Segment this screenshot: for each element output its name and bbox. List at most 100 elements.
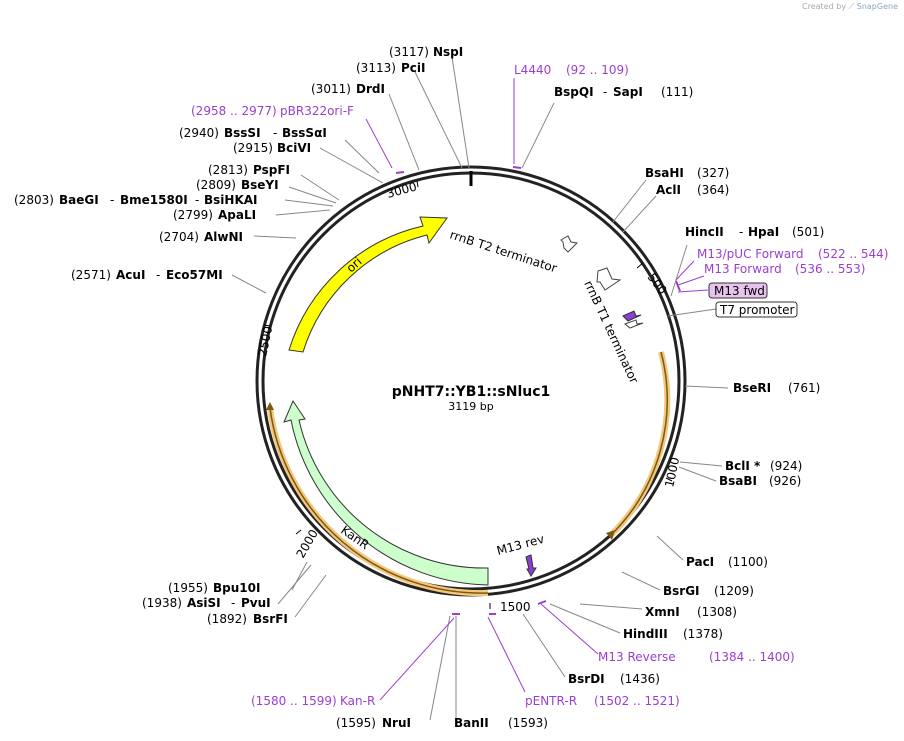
- site-banii-pos: (1593): [508, 716, 548, 730]
- site-baegi-name3[interactable]: BsiHKAI: [204, 193, 258, 207]
- m13-fwd-feature[interactable]: [622, 310, 642, 322]
- site-banii-name[interactable]: BanII: [454, 716, 489, 730]
- site-nrui-name[interactable]: NruI: [382, 716, 411, 730]
- site-nspi-pos: (3117): [389, 45, 429, 59]
- primer-m13rev-range: (1384 .. 1400): [709, 650, 795, 664]
- primer-pbr322-name[interactable]: pBR322ori-F: [280, 104, 354, 118]
- primer-pbr322-range: (2958 .. 2977): [191, 104, 277, 118]
- site-bsrfi-name[interactable]: BsrFI: [253, 612, 288, 626]
- site-asisi-name[interactable]: AsiSI: [187, 596, 221, 610]
- site-bsssi-name2[interactable]: BssSαI: [282, 126, 327, 140]
- site-bsabi-pos: (926): [769, 474, 801, 488]
- site-hincii-dash: -: [739, 225, 743, 239]
- site-hincii-name[interactable]: HincII: [685, 225, 724, 239]
- site-bcli-name[interactable]: BclI *: [725, 459, 761, 473]
- site-leaders: [231, 56, 729, 721]
- site-hincii-name2[interactable]: HpaI: [748, 225, 779, 239]
- kanr-orf-arrowhead: [266, 402, 274, 410]
- site-xmni-name[interactable]: XmnI: [645, 605, 680, 619]
- site-hindiii-name[interactable]: HindIII: [623, 627, 668, 641]
- site-drdi-name[interactable]: DrdI: [356, 82, 385, 96]
- site-hindiii-pos: (1378): [683, 627, 723, 641]
- site-bspqi-name[interactable]: BspQI: [554, 85, 594, 99]
- rrnb-t1-feature[interactable]: [596, 267, 622, 291]
- site-asisi-pos: (1938): [142, 596, 182, 610]
- backbone-outer: [255, 165, 687, 597]
- site-apali-pos: (2799): [173, 208, 213, 222]
- site-drdi-pos: (3011): [311, 82, 351, 96]
- rrnb-t2-label: rrnB T2 terminator: [448, 228, 559, 276]
- site-bsrgi-name[interactable]: BsrGI: [663, 584, 700, 598]
- site-nrui-pos: (1595): [336, 716, 376, 730]
- primer-l4440-name[interactable]: L4440: [514, 63, 551, 77]
- credit-brand: SnapGene: [856, 2, 898, 11]
- site-asisi-name2[interactable]: PvuI: [241, 596, 271, 610]
- site-bsahi-pos: (327): [697, 166, 729, 180]
- primer-leaders: [365, 78, 709, 701]
- site-bseyi-pos: (2809): [196, 178, 236, 192]
- site-acui-dash: -: [156, 268, 160, 282]
- primer-pentr-range: (1502 .. 1521): [594, 694, 680, 708]
- site-baegi-name2[interactable]: Bme1580I: [120, 193, 188, 207]
- m13-fwd-box[interactable]: [708, 282, 768, 299]
- site-bpu10i-name[interactable]: Bpu10I: [213, 581, 260, 595]
- site-bspqi-pos: (111): [661, 85, 693, 99]
- kanr-feature[interactable]: [283, 399, 489, 586]
- site-bsssi-name[interactable]: BssSI: [224, 126, 261, 140]
- primer-l4440-range: (92 .. 109): [566, 63, 629, 77]
- site-bsrdi-pos: (1436): [620, 672, 660, 686]
- site-apali-name[interactable]: ApaLI: [218, 208, 256, 222]
- site-alwni-name[interactable]: AlwNI: [204, 230, 243, 244]
- site-bspqi-name2[interactable]: SapI: [613, 85, 643, 99]
- t7-promoter-feature[interactable]: [623, 319, 644, 329]
- site-paci-pos: (1100): [728, 555, 768, 569]
- insert-orf[interactable]: [609, 351, 668, 537]
- plasmid-length: 3119 bp: [448, 400, 493, 413]
- m13-rev-label: M13 rev: [495, 532, 546, 558]
- t7-promoter-box[interactable]: [715, 301, 798, 318]
- m13-rev-feature[interactable]: [525, 554, 537, 577]
- site-acli-name[interactable]: AclI: [656, 183, 681, 197]
- site-bsssi-pos: (2940): [179, 126, 219, 140]
- site-bsssi-dash: -: [273, 126, 277, 140]
- rrnb-t2-feature[interactable]: [560, 235, 579, 253]
- site-pspfi-name[interactable]: PspFI: [253, 163, 290, 177]
- site-acui-pos: (2571): [71, 268, 111, 282]
- ori-feature[interactable]: [288, 216, 448, 353]
- primer-kanr-range: (1580 .. 1599): [251, 694, 337, 708]
- primer-kanr-name[interactable]: Kan-R: [340, 694, 375, 708]
- primer-marks: [395, 166, 681, 615]
- site-nspi-name[interactable]: NspI: [433, 45, 463, 59]
- tick-1500: 1500: [500, 600, 531, 614]
- site-bcivi-pos: (2915): [233, 141, 273, 155]
- site-paci-name[interactable]: PacI: [686, 555, 714, 569]
- primer-m13rev-name[interactable]: M13 Reverse: [598, 650, 676, 664]
- site-baegi-name[interactable]: BaeGI: [59, 193, 99, 207]
- snapgene-logo: ⟋ SnapGene: [848, 2, 898, 11]
- insert-orf-arrowhead: [606, 530, 615, 540]
- site-alwni-pos: (2704): [159, 230, 199, 244]
- site-bseyi-name[interactable]: BseYI: [241, 178, 279, 192]
- site-acui-name2[interactable]: Eco57MI: [166, 268, 223, 282]
- site-baegi-pos: (2803): [14, 193, 54, 207]
- primer-m13fwd-range: (536 .. 553): [795, 262, 865, 276]
- site-acui-name[interactable]: AcuI: [116, 268, 145, 282]
- site-asisi-dash: -: [231, 596, 235, 610]
- site-bseri-name[interactable]: BseRI: [733, 381, 771, 395]
- primer-m13puc-range: (522 .. 544): [818, 247, 888, 261]
- site-pcii-name[interactable]: PciI: [401, 61, 426, 75]
- site-bsabi-name[interactable]: BsaBI: [719, 474, 757, 488]
- snapgene-credit: Created by ⟋ SnapGene: [802, 2, 898, 12]
- primer-m13fwd-name[interactable]: M13 Forward: [704, 262, 782, 276]
- site-bspqi-dash: -: [603, 85, 607, 99]
- site-pcii-pos: (3113): [356, 61, 396, 75]
- kanr-orf[interactable]: [269, 407, 489, 594]
- site-bcivi-name[interactable]: BciVI: [277, 141, 311, 155]
- primer-m13puc-name[interactable]: M13/pUC Forward: [697, 247, 804, 261]
- primer-pentr-name[interactable]: pENTR-R: [525, 694, 577, 708]
- site-bsahi-name[interactable]: BsaHI: [645, 166, 684, 180]
- site-acli-pos: (364): [697, 183, 729, 197]
- plasmid-name: pNHT7::YB1::sNluc1: [392, 384, 551, 400]
- site-bsrdi-name[interactable]: BsrDI: [568, 672, 605, 686]
